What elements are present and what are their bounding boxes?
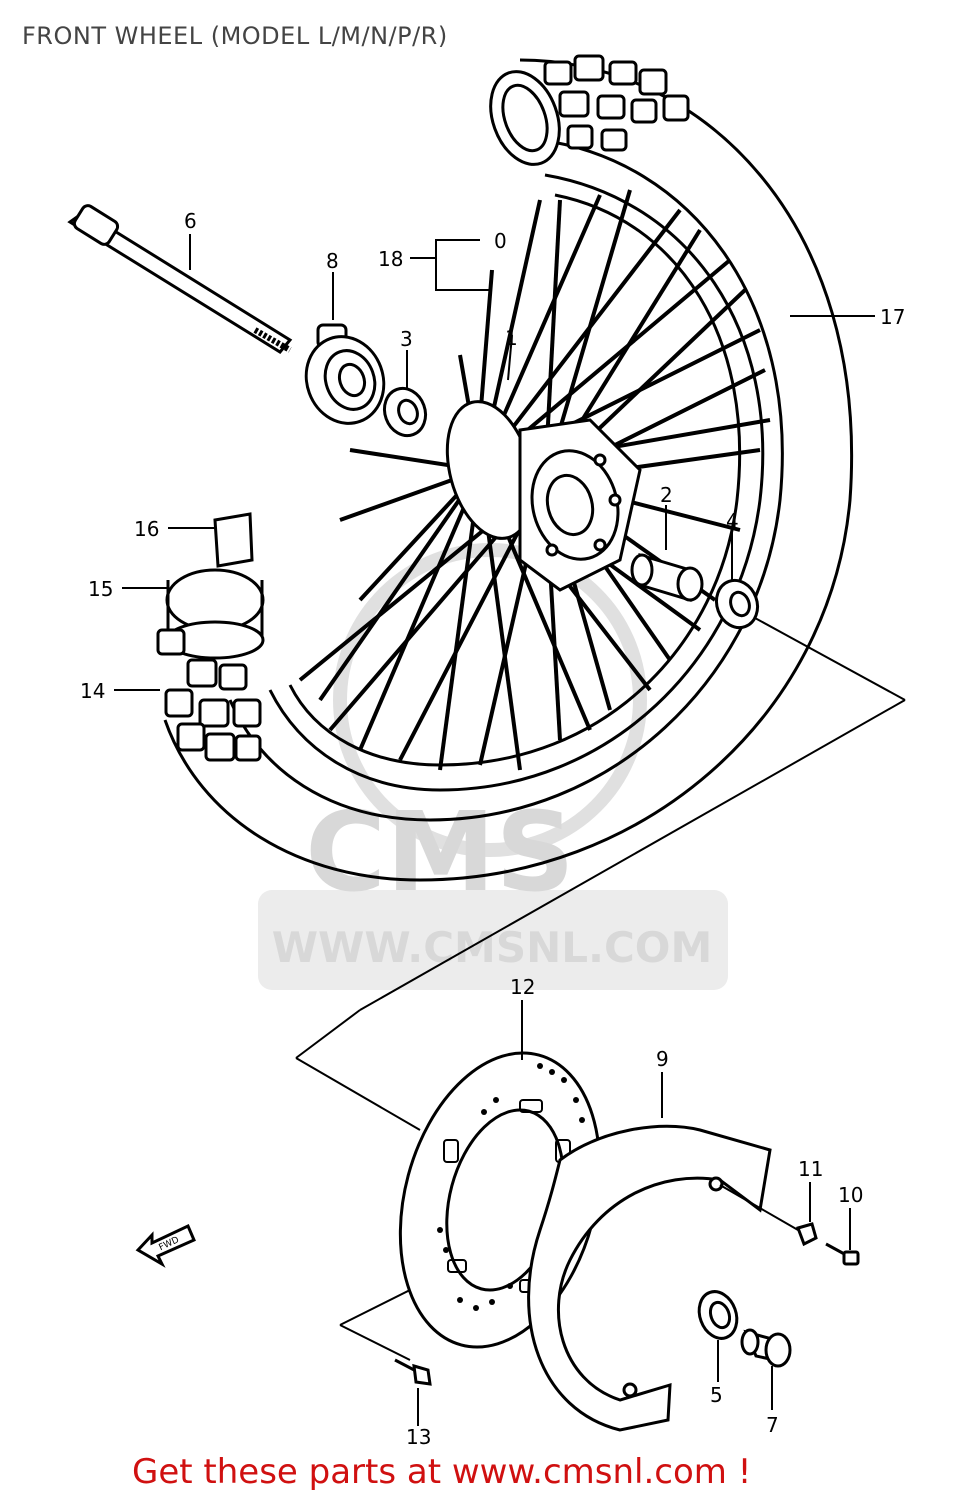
spacer: [630, 552, 704, 603]
arrow-shape: [135, 1223, 196, 1268]
oil-seal: [697, 1290, 739, 1340]
callout-17: 17: [880, 305, 905, 329]
callout-10: 10: [838, 1183, 863, 1207]
callout-3: 3: [400, 327, 413, 351]
nut-guide-line: [719, 1184, 799, 1231]
callout-9: 9: [656, 1047, 669, 1071]
explode-guide-lines: [295, 617, 906, 1361]
footer-link-text[interactable]: Get these parts at www.cmsnl.com !: [132, 1452, 752, 1492]
rim-band: [213, 512, 254, 568]
speedometer-gearbox: [304, 323, 386, 425]
callout-8: 8: [326, 249, 339, 273]
tire-tread-top: [489, 54, 690, 166]
callout-5: 5: [710, 1383, 723, 1407]
diagram-title: FRONT WHEEL (MODEL L/M/N/P/R): [22, 22, 448, 50]
callout-12: 12: [510, 975, 535, 999]
tire-tread-left: [156, 568, 265, 762]
callout-4: 4: [726, 509, 739, 533]
callout-15: 15: [88, 577, 113, 601]
rim: [268, 173, 765, 792]
callout-labels: 1 2 3 4 5 6 7 8 9 10 11 12 13 14 15 16 1…: [80, 209, 905, 1449]
watermark-url: WWW.CMSNL.COM: [272, 923, 713, 972]
wheel-hub: [445, 400, 642, 592]
callout-18: 18: [378, 247, 403, 271]
cover-nut: [796, 1222, 818, 1247]
callout-11: 11: [798, 1157, 823, 1181]
bearing-left: [382, 386, 428, 438]
forward-arrow: FWD: [135, 1223, 196, 1268]
callout-14: 14: [80, 679, 105, 703]
callout-16: 16: [134, 517, 159, 541]
callout-7: 7: [766, 1413, 779, 1437]
callout-13: 13: [406, 1425, 431, 1449]
cover-bolt: [825, 1242, 860, 1266]
callout-leaders: [114, 234, 875, 1426]
disc-cover: [527, 1124, 772, 1432]
tire-outline: [163, 58, 853, 882]
collar: [740, 1328, 792, 1368]
watermark-banner: [258, 890, 728, 990]
bearing-right: [714, 578, 760, 630]
spoke-set-bracket: [410, 239, 492, 291]
callout-1: 1: [505, 326, 518, 350]
axle: [67, 204, 293, 354]
callout-18-sub: 0: [494, 229, 507, 253]
watermark: CMS WWW.CMSNL.COM: [258, 543, 728, 990]
disc-bolt: [394, 1358, 432, 1386]
callout-2: 2: [660, 483, 673, 507]
callout-6: 6: [184, 209, 197, 233]
